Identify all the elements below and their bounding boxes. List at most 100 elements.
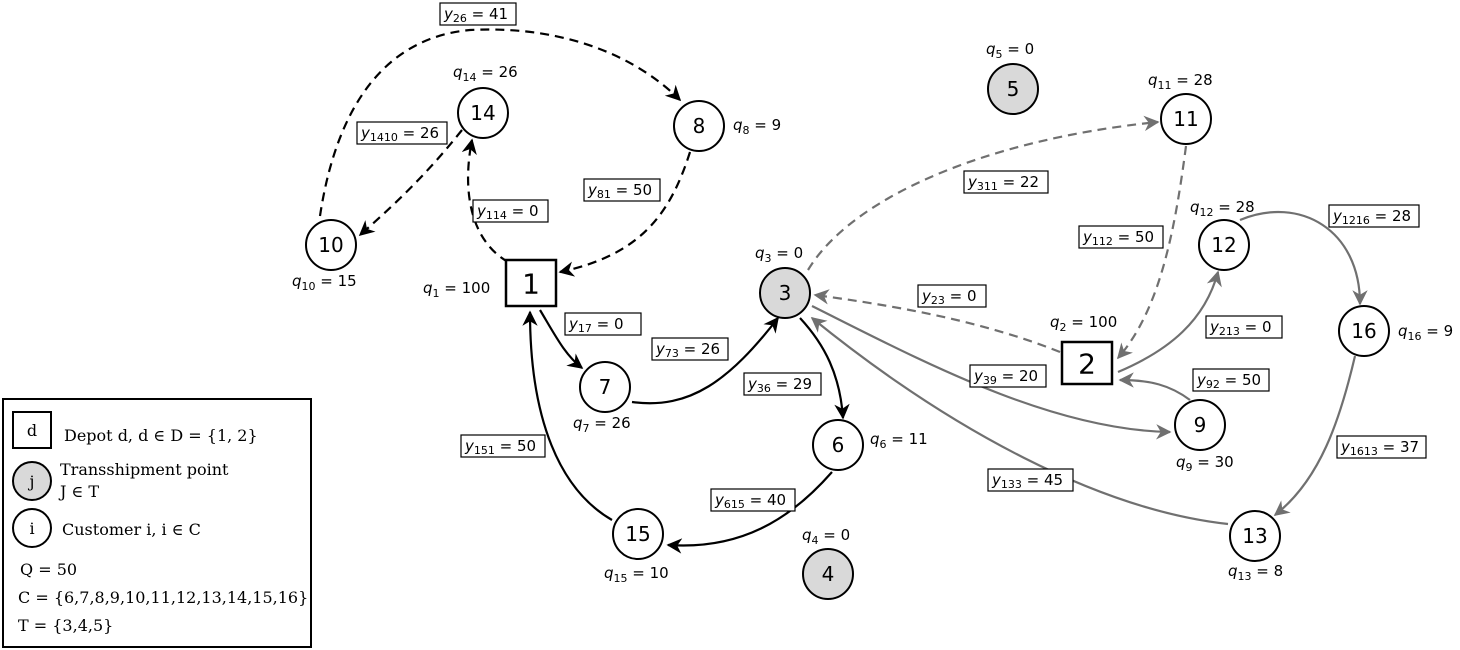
customer-node-7: 7 <box>579 361 631 413</box>
flow-label-114: y114 = 0 <box>472 199 549 223</box>
edge-3-11 <box>807 115 1160 271</box>
demand-label-6: q6 = 11 <box>870 430 928 451</box>
svg-text:y213 = 0: y213 = 0 <box>1209 318 1272 338</box>
demand-label-7: q7 = 26 <box>573 414 631 435</box>
flow-label-92: y92 = 50 <box>1192 368 1270 392</box>
svg-text:y17 = 0: y17 = 0 <box>568 315 624 335</box>
transshipment-node-5: 5 <box>987 63 1039 115</box>
demand-label-8: q8 = 9 <box>733 116 781 137</box>
svg-text:5: 5 <box>1007 77 1020 101</box>
svg-text:y73 = 26: y73 = 26 <box>655 340 720 360</box>
edge-3-9 <box>811 305 1172 440</box>
svg-text:y112 = 50: y112 = 50 <box>1082 228 1154 248</box>
svg-text:y1216 = 28: y1216 = 28 <box>1332 207 1411 227</box>
legend-customer-letter: i <box>29 519 34 538</box>
demand-label-10: q10 = 15 <box>292 272 357 293</box>
customer-node-8: 8 <box>673 100 725 152</box>
legend-trans-text-line2: J ∈ T <box>58 482 99 501</box>
svg-text:3: 3 <box>779 281 792 305</box>
demand-label-2: q2 = 100 <box>1050 313 1117 334</box>
legend-depot-symbol <box>12 411 52 449</box>
flow-label-311: y311 = 22 <box>963 170 1049 194</box>
demand-labels-layer: q1 = 100 q2 = 100 q3 = 0 q4 = 0 q5 = 0 q… <box>292 40 1453 585</box>
flow-label-1410: y1410 = 26 <box>356 121 448 145</box>
customer-node-12: 12 <box>1198 219 1250 271</box>
demand-label-15: q15 = 10 <box>604 564 669 585</box>
demand-label-14: q14 = 26 <box>453 63 518 84</box>
flow-label-36: y36 = 29 <box>743 372 822 396</box>
svg-text:16: 16 <box>1351 319 1376 343</box>
demand-label-13: q13 = 8 <box>1228 562 1283 583</box>
flow-label-151: y151 = 50 <box>460 434 546 458</box>
customer-node-6: 6 <box>812 419 864 471</box>
legend-depot-text: Depot d, d ∈ D = {1, 2} <box>64 426 258 445</box>
svg-text:y92 = 50: y92 = 50 <box>1196 371 1261 391</box>
customer-node-11: 11 <box>1160 93 1212 145</box>
svg-text:y151 = 50: y151 = 50 <box>464 437 536 457</box>
legend-customer-text: Customer i, i ∈ C <box>62 520 201 539</box>
legend-trans-letter: j <box>28 472 35 491</box>
edge-15-1 <box>522 310 613 521</box>
flow-label-615: y615 = 40 <box>710 488 796 512</box>
edge-13-3 <box>810 317 1229 526</box>
legend-trans-text-line1: Transshipment point <box>60 460 229 479</box>
edge-10-8 <box>318 28 682 217</box>
transshipment-node-4: 4 <box>802 548 854 600</box>
edge-8-1 <box>558 151 692 277</box>
customer-node-14: 14 <box>457 87 509 139</box>
svg-text:y615 = 40: y615 = 40 <box>714 491 786 511</box>
edge-1-7 <box>539 309 584 369</box>
customer-node-16: 16 <box>1338 305 1390 357</box>
demand-label-3: q3 = 0 <box>755 244 803 265</box>
edge-7-3 <box>631 316 779 405</box>
flow-label-1613: y1613 = 37 <box>1336 435 1427 459</box>
demand-label-11: q11 = 28 <box>1148 71 1213 92</box>
legend-trans-set: T = {3,4,5} <box>18 616 113 635</box>
edges-layer <box>318 28 1368 554</box>
edge-3-6 <box>799 317 850 420</box>
svg-text:10: 10 <box>318 233 343 257</box>
svg-text:15: 15 <box>625 522 650 546</box>
edge-14-10 <box>358 129 463 237</box>
demand-label-5: q5 = 0 <box>986 40 1034 61</box>
edge-11-2 <box>1116 145 1188 360</box>
legend-customer-symbol <box>12 508 52 548</box>
edge-9-2 <box>1118 372 1191 401</box>
svg-text:9: 9 <box>1194 413 1207 437</box>
flow-label-17: y17 = 0 <box>564 312 642 336</box>
svg-text:2: 2 <box>1078 348 1096 381</box>
demand-label-12: q12 = 28 <box>1190 198 1255 219</box>
flow-label-213: y213 = 0 <box>1205 315 1283 339</box>
demand-label-1: q1 = 100 <box>423 279 490 300</box>
customer-node-13: 13 <box>1229 510 1281 562</box>
flow-label-133: y133 = 45 <box>987 468 1074 492</box>
flow-label-112: y112 = 50 <box>1078 225 1164 249</box>
flow-label-23: y23 = 0 <box>917 284 987 308</box>
legend-customer-set: C = {6,7,8,9,10,11,12,13,14,15,16} <box>18 588 308 607</box>
demand-label-9: q9 = 30 <box>1176 453 1234 474</box>
demand-label-16: q16 = 9 <box>1398 322 1453 343</box>
svg-text:y36 = 29: y36 = 29 <box>747 375 812 395</box>
edge-2-3 <box>813 289 1061 354</box>
transshipment-node-3: 3 <box>759 267 811 319</box>
flow-label-1216: y1216 = 28 <box>1328 204 1420 228</box>
edge-16-13 <box>1273 355 1357 516</box>
legend-depot-letter: d <box>27 421 37 440</box>
svg-text:7: 7 <box>599 375 612 399</box>
flow-labels-layer: y26 = 41 y1410 = 26 y114 = 0 y81 = 50 y1… <box>356 2 1427 512</box>
svg-text:13: 13 <box>1242 524 1267 548</box>
svg-text:y311 = 22: y311 = 22 <box>967 173 1039 193</box>
svg-text:y133 = 45: y133 = 45 <box>991 471 1063 491</box>
svg-text:8: 8 <box>693 114 706 138</box>
svg-text:y1613 = 37: y1613 = 37 <box>1340 438 1419 458</box>
svg-text:y1410 = 26: y1410 = 26 <box>360 124 439 144</box>
customer-node-15: 15 <box>612 508 664 560</box>
customer-node-10: 10 <box>305 219 357 271</box>
flow-label-26: y26 = 41 <box>439 2 517 26</box>
edge-1-14 <box>461 138 509 263</box>
flow-label-73: y73 = 26 <box>651 337 729 361</box>
svg-text:1: 1 <box>522 268 540 301</box>
legend-transshipment-symbol <box>12 461 52 501</box>
svg-text:11: 11 <box>1173 107 1198 131</box>
